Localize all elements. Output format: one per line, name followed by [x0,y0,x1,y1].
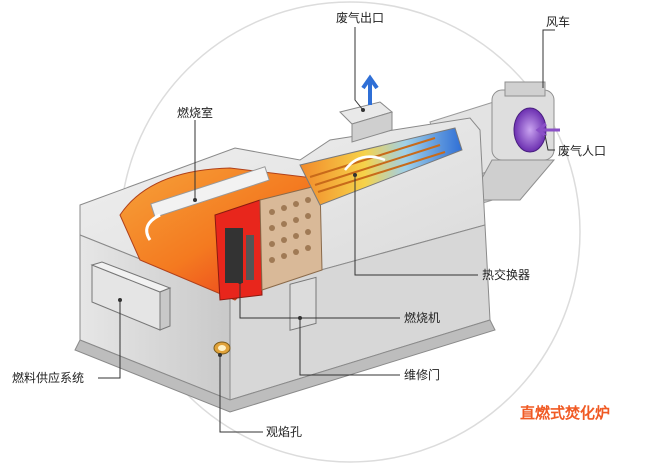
label-fuel-supply: 燃料供应系统 [12,370,84,385]
label-combustion-chamber: 燃烧室 [177,105,213,120]
label-heat-exchanger: 热交换器 [482,267,530,282]
leader-lines [98,27,555,433]
burner [214,199,263,301]
fan-unit [469,81,560,201]
label-burner: 燃烧机 [404,310,440,325]
maintenance-door [289,276,317,331]
refractory-wall [259,184,323,291]
sight-hole [213,341,231,355]
exhaust-outlet [339,74,394,143]
label-maintenance-door: 维修门 [404,367,440,382]
diagram-title: 直燃式焚化炉 [520,404,610,422]
outlet-arrow-icon [361,74,379,105]
fuel-supply-box [90,261,172,331]
inlet-arrow-icon [535,122,560,138]
heat-exchanger [299,127,463,206]
label-fan: 风车 [546,14,570,29]
label-exhaust-inlet: 废气人口 [558,143,606,158]
label-sight-hole: 观焰孔 [266,424,302,439]
label-exhaust-outlet: 废气出口 [336,10,384,25]
